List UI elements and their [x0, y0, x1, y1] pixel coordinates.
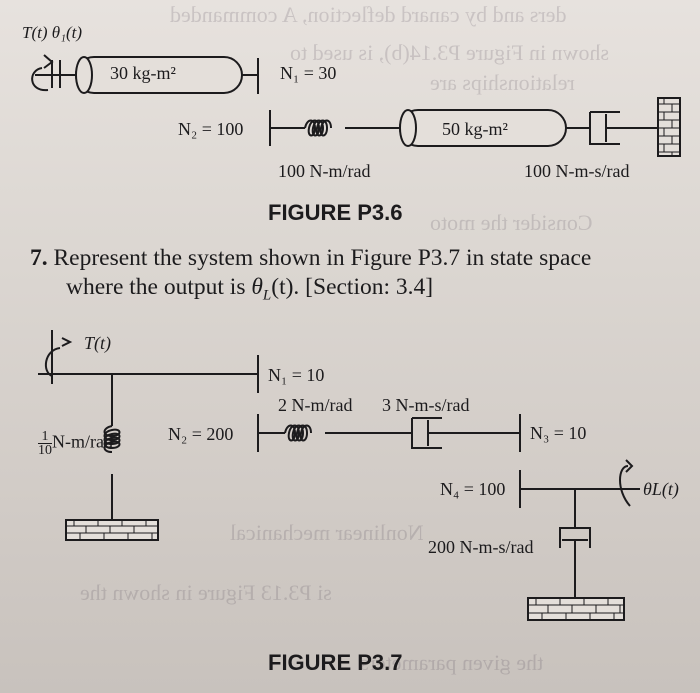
fig37-n3-label: N₃ = 10: [530, 423, 587, 443]
problem-theta: θ: [251, 274, 263, 300]
fig37-spring2: [284, 424, 312, 442]
fig36-wall: [657, 97, 681, 157]
fig37-left-spring-unit: N-m/rad: [52, 431, 113, 452]
fig37-output-arrow: [619, 459, 634, 507]
fig37-torque-arrow: [44, 330, 73, 384]
fig36-torque-label: T(t) θ₁(t): [22, 23, 83, 42]
fig36-n1-label: N₁ = 30: [280, 63, 337, 83]
problem-text-1: Represent the system shown in Figure P3.…: [53, 245, 592, 271]
problem-line-1: 7. Represent the system shown in Figure …: [30, 244, 591, 273]
fig37-damper200-label: 200 N-m-s/rad: [428, 537, 534, 557]
fig36-spring: [304, 119, 332, 137]
fig37-frac-num: 1: [38, 430, 52, 444]
fig36-spring-label: 100 N-m/rad: [278, 161, 371, 181]
problem-line-2: where the output is θL(t). [Section: 3.4…: [30, 273, 591, 311]
fig36-n2-label: N₂ = 100: [178, 119, 244, 139]
fig37-n4-label: N₄ = 100: [440, 479, 506, 499]
problem-text-2b: (t). [Section: 3.4]: [271, 274, 434, 300]
fig36-caption: FIGURE P3.6: [268, 200, 403, 225]
fig37-spring2-label: 2 N-m/rad: [278, 395, 353, 415]
fig37-torque-label: T(t): [84, 333, 111, 353]
fig37-frac-den: 10: [38, 443, 52, 458]
fig37-output-label: θL(t): [643, 479, 679, 499]
fig36-torque-arrow: [31, 54, 61, 92]
problem-theta-sub: L: [262, 287, 272, 304]
problem-text-2a: where the output is: [66, 274, 252, 300]
fig37-left-spring: [103, 425, 121, 453]
fig36-inertia2-label: 50 kg-m²: [442, 119, 508, 139]
fig37-caption: FIGURE P3.7: [268, 650, 403, 675]
fig37-damper200: [559, 527, 591, 598]
fig37-n1-label: N₁ = 10: [268, 365, 325, 385]
fig36-inertia1: [75, 56, 243, 94]
problem-statement: 7. Represent the system shown in Figure …: [30, 244, 591, 311]
fig37-damper3-label: 3 N-m-s/rad: [382, 395, 470, 415]
fig37-n2-label: N₂ = 200: [168, 424, 234, 444]
problem-number: 7.: [30, 245, 48, 271]
fig37-ground-left: [65, 519, 159, 541]
fig36-inertia1-label: 30 kg-m²: [110, 63, 176, 83]
fig36-damper: [589, 111, 658, 145]
fig37-ground-right: [527, 597, 625, 621]
fig36-damper-label: 100 N-m-s/rad: [524, 161, 630, 181]
fig37-damper3: [411, 417, 520, 449]
